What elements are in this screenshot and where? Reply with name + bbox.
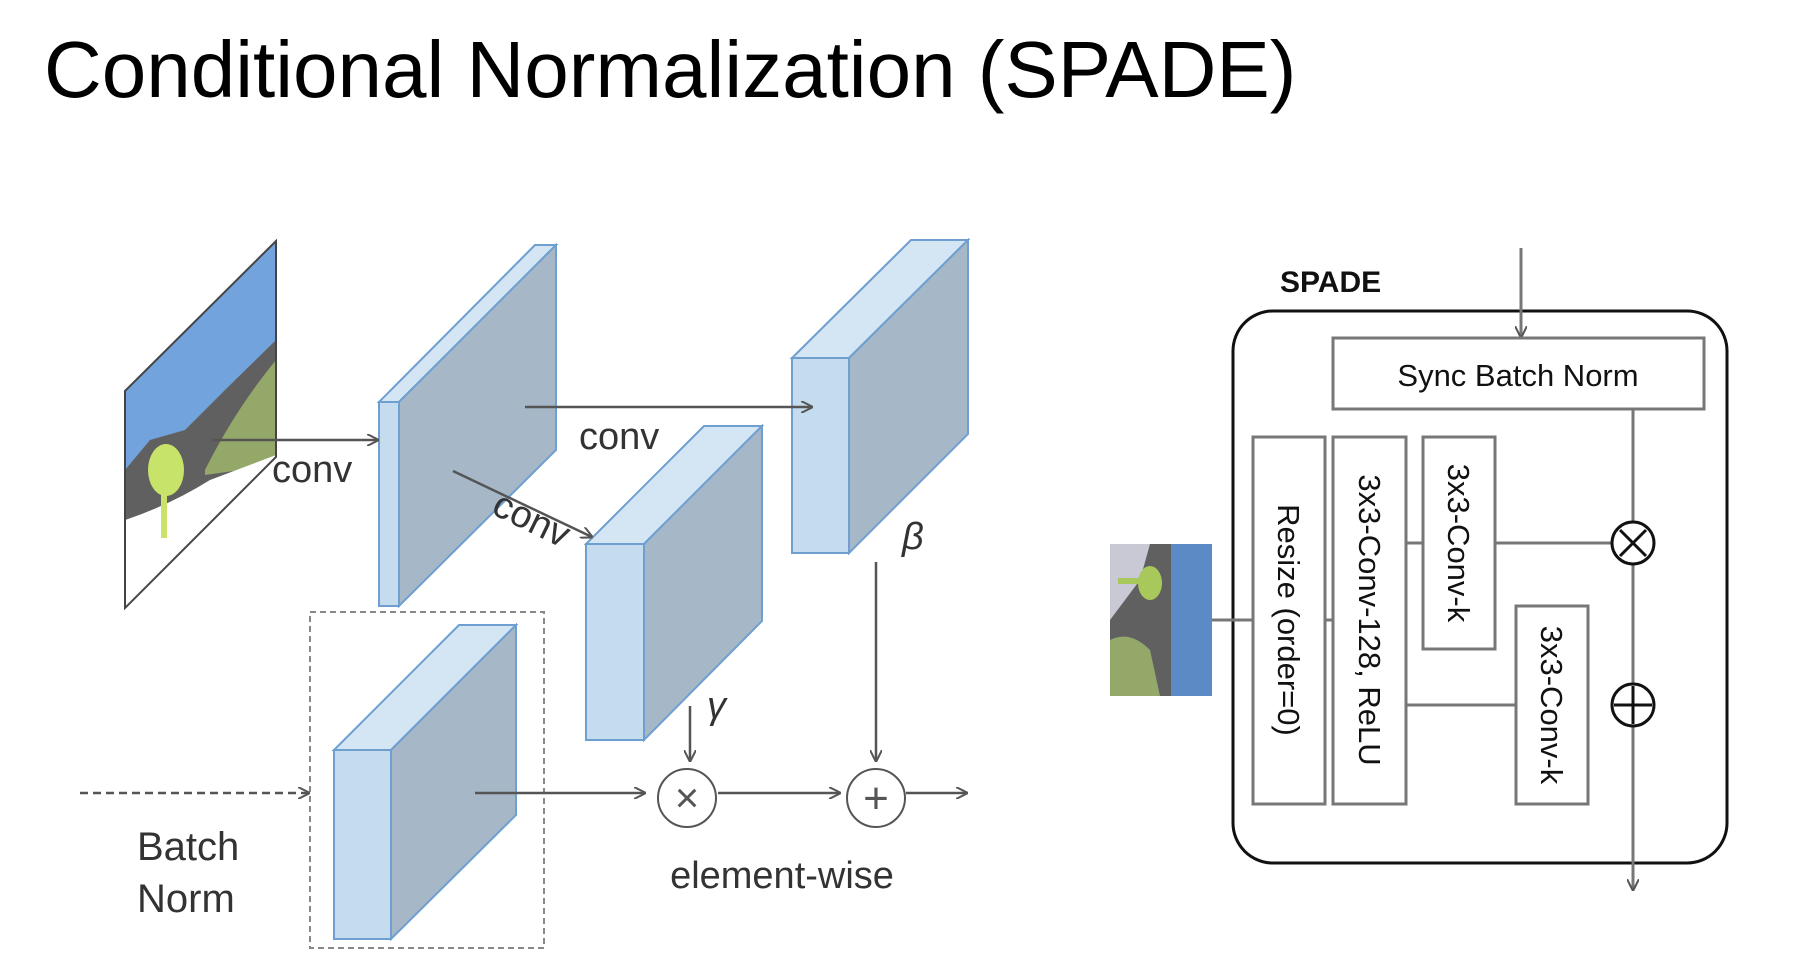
beta-label: β — [901, 516, 924, 558]
segmap-grass-region — [205, 360, 276, 475]
conv128-box — [1331, 435, 1408, 806]
multiply-symbol: × — [675, 774, 700, 821]
conv-label-2: conv — [579, 416, 659, 458]
spade-heading: SPADE — [1280, 266, 1381, 299]
arrow-block1-to-gamma — [452, 469, 592, 537]
conv-k-beta-box — [1514, 604, 1590, 806]
feature-block-shared — [376, 242, 559, 609]
segmap-tree-trunk — [161, 490, 167, 538]
right-lines — [1212, 248, 1633, 890]
feature-block-normalized — [331, 622, 519, 942]
resize-box — [1251, 435, 1327, 806]
left-arrows — [80, 407, 967, 793]
batch-norm-label-line1: Batch — [137, 825, 239, 869]
spade-add-operator — [1610, 682, 1656, 728]
segmentation-map-input — [124, 238, 277, 611]
feature-block-beta — [789, 237, 971, 556]
conv128-label: 3x3-Conv-128, ReLU — [1352, 474, 1387, 765]
add-operator: + — [846, 768, 906, 828]
gamma-label: γ — [707, 685, 728, 727]
conv-k-gamma-box — [1421, 435, 1497, 651]
conv-label-1: conv — [272, 449, 352, 491]
batch-norm-dashed-box — [309, 611, 545, 949]
slide-title: Conditional Normalization (SPADE) — [44, 25, 1297, 114]
feature-block-gamma — [583, 423, 765, 743]
spade-segmentation-map — [1110, 544, 1212, 696]
conv-k-gamma-label: 3x3-Conv-k — [1441, 464, 1476, 623]
sync-batch-norm-label: Sync Batch Norm — [1397, 358, 1638, 393]
elementwise-label: element-wise — [670, 855, 894, 897]
batch-norm-label-line2: Norm — [137, 877, 235, 921]
segmap-border — [124, 238, 277, 611]
spade-multiply-operator — [1610, 520, 1656, 566]
sync-batch-norm-box — [1331, 336, 1706, 411]
conv-label-3: conv — [486, 483, 577, 556]
resize-label: Resize (order=0) — [1271, 504, 1306, 736]
segmap-tree — [148, 444, 184, 496]
multiply-operator: × — [657, 768, 717, 828]
conv-k-beta-label: 3x3-Conv-k — [1534, 626, 1569, 785]
add-symbol: + — [863, 774, 889, 823]
